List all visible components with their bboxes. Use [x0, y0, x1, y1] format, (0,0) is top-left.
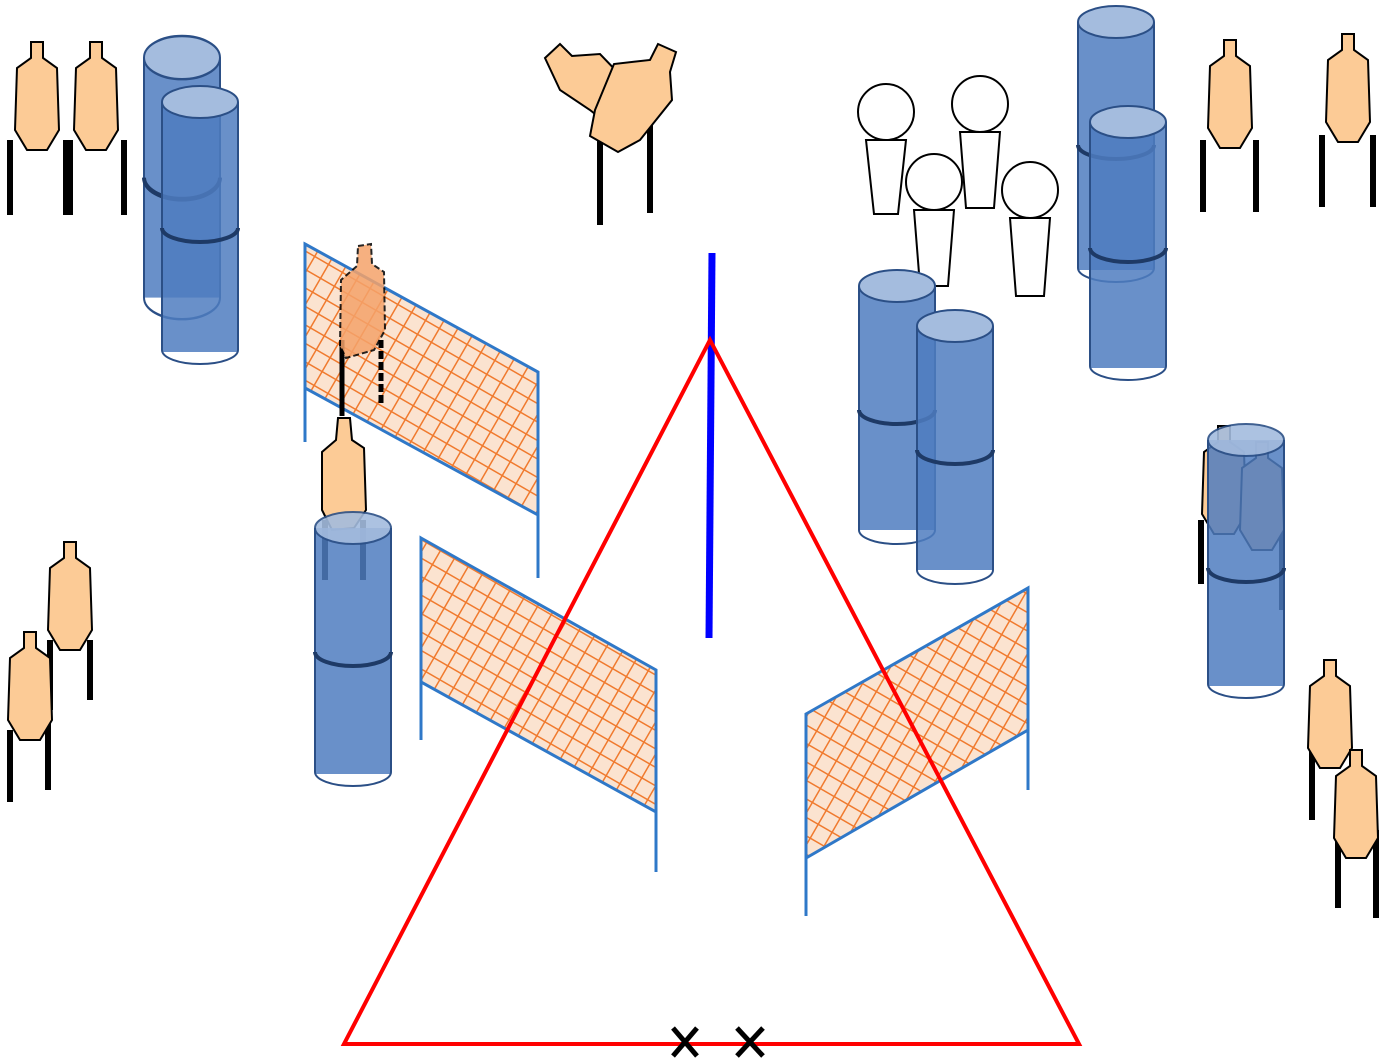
paper-target-icon [7, 631, 53, 802]
no-shoot-target-icon [857, 83, 915, 215]
barrel-icon [313, 511, 393, 787]
start-mark-icon [735, 1026, 765, 1058]
start-mark-icon [671, 1026, 699, 1058]
barrel-icon [1088, 105, 1168, 381]
paper-target-icon [1333, 749, 1379, 918]
paper-target-icon [588, 42, 678, 213]
shooting-area-boundary [340, 335, 1083, 1046]
mesh-wall-icon [804, 585, 1030, 916]
no-shoot-target-icon [905, 153, 963, 287]
no-shoot-target-icon [1001, 161, 1059, 297]
mesh-wall-icon [419, 535, 658, 872]
barrel-icon [160, 85, 240, 365]
barrel-icon [915, 309, 995, 585]
divider-line [705, 252, 716, 639]
paper-target-icon [47, 541, 93, 710]
paper-target-icon [1319, 33, 1376, 207]
paper-target-icon [338, 242, 387, 416]
no-shoot-target-icon [951, 75, 1009, 209]
paper-target-icon [67, 41, 127, 215]
paper-target-icon [1198, 425, 1247, 584]
paper-target-icon [7, 41, 69, 215]
paper-target-icon [1200, 39, 1259, 212]
paper-target-icon [1307, 659, 1353, 820]
barrel-icon [1206, 423, 1286, 699]
